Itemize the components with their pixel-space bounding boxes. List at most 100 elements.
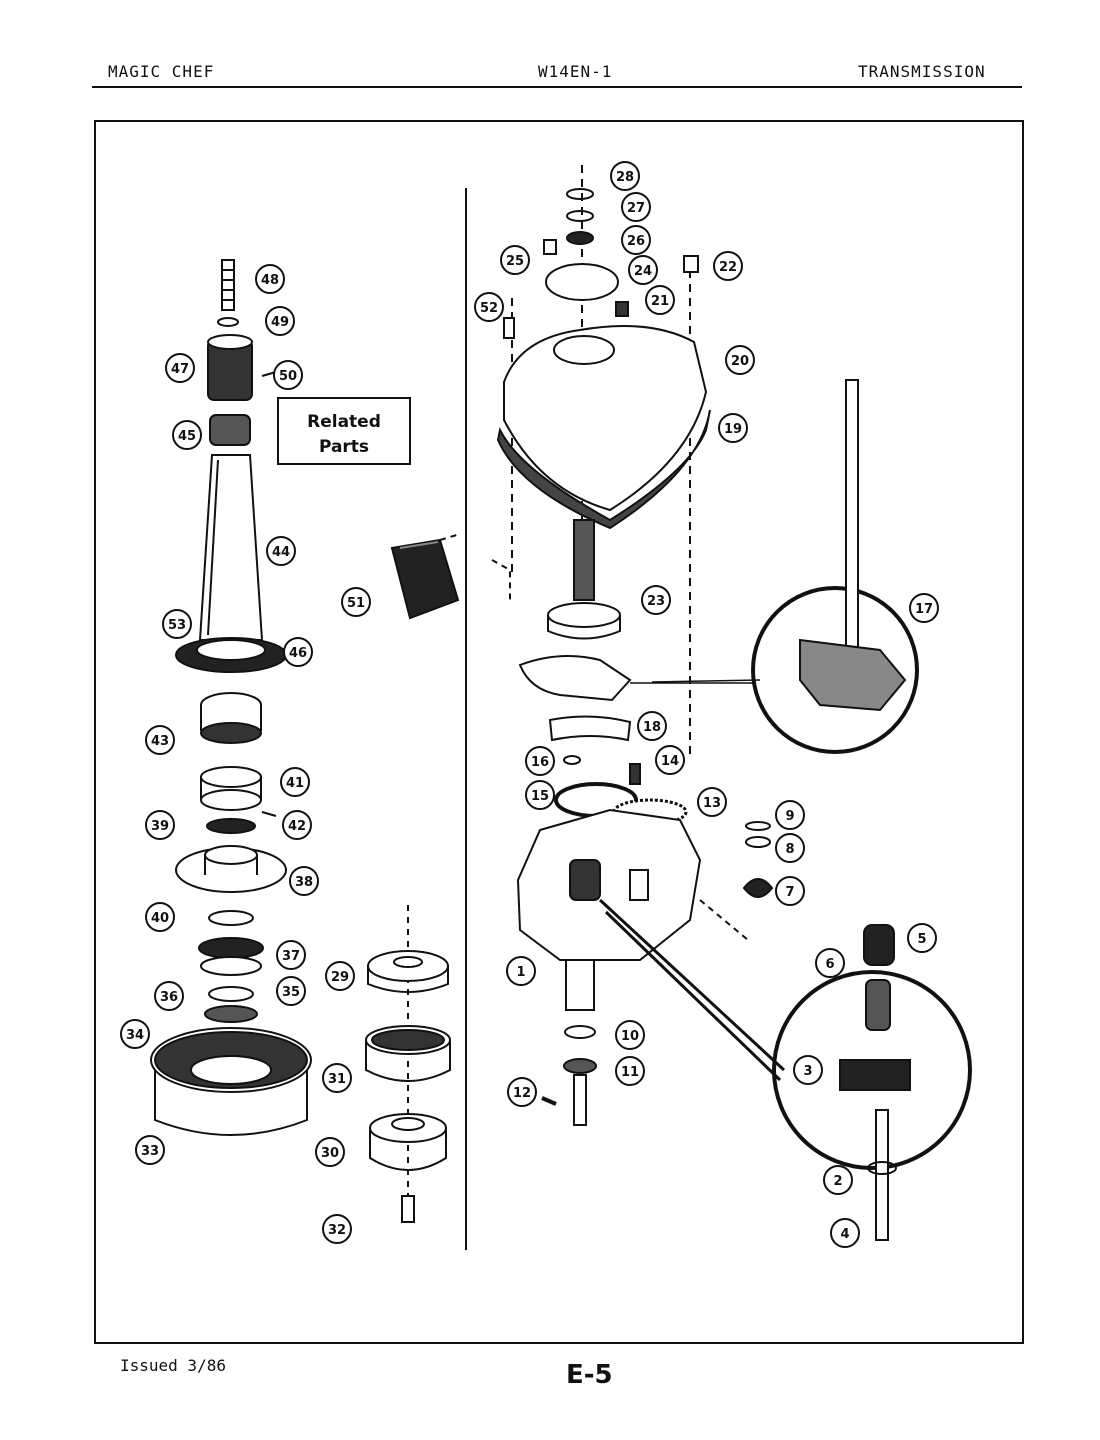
callout-48: 48 (255, 264, 285, 294)
callout-10: 10 (615, 1020, 645, 1050)
callout-35: 35 (276, 976, 306, 1006)
callout-17: 17 (909, 593, 939, 623)
callout-number: 45 (178, 429, 196, 444)
callout-number: 44 (272, 545, 290, 560)
callout-number: 46 (289, 646, 307, 661)
callout-number: 29 (331, 970, 349, 985)
model-number: W14EN-1 (538, 62, 613, 81)
callout-38: 38 (289, 866, 319, 896)
callout-33: 33 (135, 1135, 165, 1165)
callout-number: 47 (171, 362, 189, 377)
callout-46: 46 (283, 637, 313, 667)
callout-number: 23 (647, 594, 665, 609)
related-parts-line1: Related (307, 412, 381, 432)
related-parts-line2: Parts (319, 437, 369, 457)
callout-number: 6 (825, 957, 834, 972)
callout-number: 15 (531, 789, 549, 804)
callout-circle (525, 780, 555, 810)
callout-31: 31 (322, 1063, 352, 1093)
callout-number: 27 (627, 201, 645, 216)
callout-14: 14 (655, 745, 685, 775)
callout-21: 21 (645, 285, 675, 315)
callout-circle (775, 876, 805, 906)
callout-number: 24 (634, 264, 652, 279)
callout-number: 49 (271, 315, 289, 330)
right-assembly (496, 165, 774, 1126)
diagram-frame (94, 120, 1024, 1344)
callout-number: 10 (621, 1029, 639, 1044)
callout-41: 41 (280, 767, 310, 797)
callout-47: 47 (165, 353, 195, 383)
callout-number: 3 (803, 1064, 812, 1079)
callout-28: 28 (610, 161, 640, 191)
callout-circle (610, 161, 640, 191)
callout-circle (725, 345, 755, 375)
callout-number: 34 (126, 1028, 144, 1043)
callout-number: 50 (279, 369, 297, 384)
callout-18: 18 (637, 711, 667, 741)
callout-51: 51 (341, 587, 371, 617)
callout-30: 30 (315, 1137, 345, 1167)
callout-circle (341, 587, 371, 617)
header-rule (92, 86, 1022, 88)
callout-number: 7 (785, 885, 794, 900)
callout-number: 12 (513, 1086, 531, 1101)
callout-number: 53 (168, 618, 186, 633)
callout-number: 25 (506, 254, 524, 269)
callout-53: 53 (162, 609, 192, 639)
callout-number: 30 (321, 1146, 339, 1161)
callout-layer: 1234567891011121314151617181920212223242… (120, 161, 939, 1248)
detail-view-17 (651, 379, 919, 754)
callout-12: 12 (507, 1077, 537, 1107)
related-parts-box: Related Parts (277, 397, 411, 465)
callout-number: 26 (627, 234, 645, 249)
callout-9: 9 (775, 800, 805, 830)
callout-circle (280, 767, 310, 797)
callout-26: 26 (621, 225, 651, 255)
callout-number: 2 (833, 1174, 842, 1189)
callout-circle (325, 961, 355, 991)
callout-circle (909, 593, 939, 623)
callout-number: 13 (703, 796, 721, 811)
callout-circle (276, 976, 306, 1006)
callout-number: 1 (516, 965, 525, 980)
callout-32: 32 (322, 1214, 352, 1244)
callout-circle (172, 420, 202, 450)
callout-49: 49 (265, 306, 295, 336)
callout-29: 29 (325, 961, 355, 991)
callout-circle (265, 306, 295, 336)
callout-circle (697, 787, 727, 817)
callout-circle (283, 637, 313, 667)
callout-number: 35 (282, 985, 300, 1000)
callout-number: 9 (785, 809, 794, 824)
callout-circle (641, 585, 671, 615)
callout-number: 43 (151, 734, 169, 749)
callout-2: 2 (823, 1165, 853, 1195)
callout-circle (322, 1214, 352, 1244)
callout-circle (615, 1056, 645, 1086)
callout-7: 7 (775, 876, 805, 906)
callout-circle (525, 746, 555, 776)
callout-circle (165, 353, 195, 383)
callout-number: 16 (531, 755, 549, 770)
callout-number: 19 (724, 422, 742, 437)
callout-number: 52 (480, 301, 498, 316)
callout-number: 38 (295, 875, 313, 890)
callout-number: 51 (347, 596, 365, 611)
callout-22: 22 (713, 251, 743, 281)
callout-36: 36 (154, 981, 184, 1011)
callout-number: 33 (141, 1144, 159, 1159)
middle-bearing-set (365, 905, 451, 1223)
callout-circle (276, 940, 306, 970)
callout-40: 40 (145, 902, 175, 932)
callout-circle (621, 192, 651, 222)
callout-circle (775, 833, 805, 863)
callout-circle (145, 902, 175, 932)
callout-number: 17 (915, 602, 933, 617)
callout-circle (289, 866, 319, 896)
callout-circle (282, 810, 312, 840)
callout-circle (255, 264, 285, 294)
detail-view-3 (598, 898, 972, 1241)
callout-number: 41 (286, 776, 304, 791)
callout-number: 32 (328, 1223, 346, 1238)
